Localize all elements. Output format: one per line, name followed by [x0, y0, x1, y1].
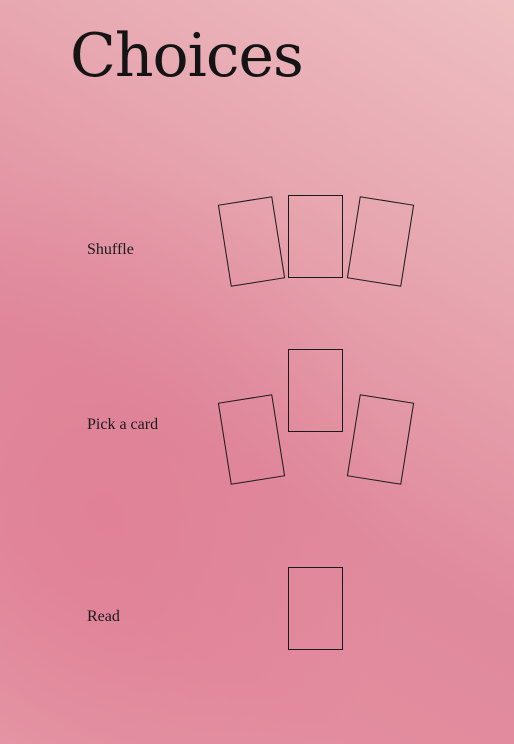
step-label-shuffle: Shuffle [87, 241, 134, 258]
read-card[interactable] [288, 567, 343, 650]
pick-card-raised[interactable] [288, 349, 343, 432]
step-label-pick-a-card: Pick a card [87, 416, 159, 433]
page-title: Choices [70, 21, 304, 91]
step-label-read: Read [87, 608, 120, 625]
shuffle-card-center[interactable] [288, 195, 343, 278]
